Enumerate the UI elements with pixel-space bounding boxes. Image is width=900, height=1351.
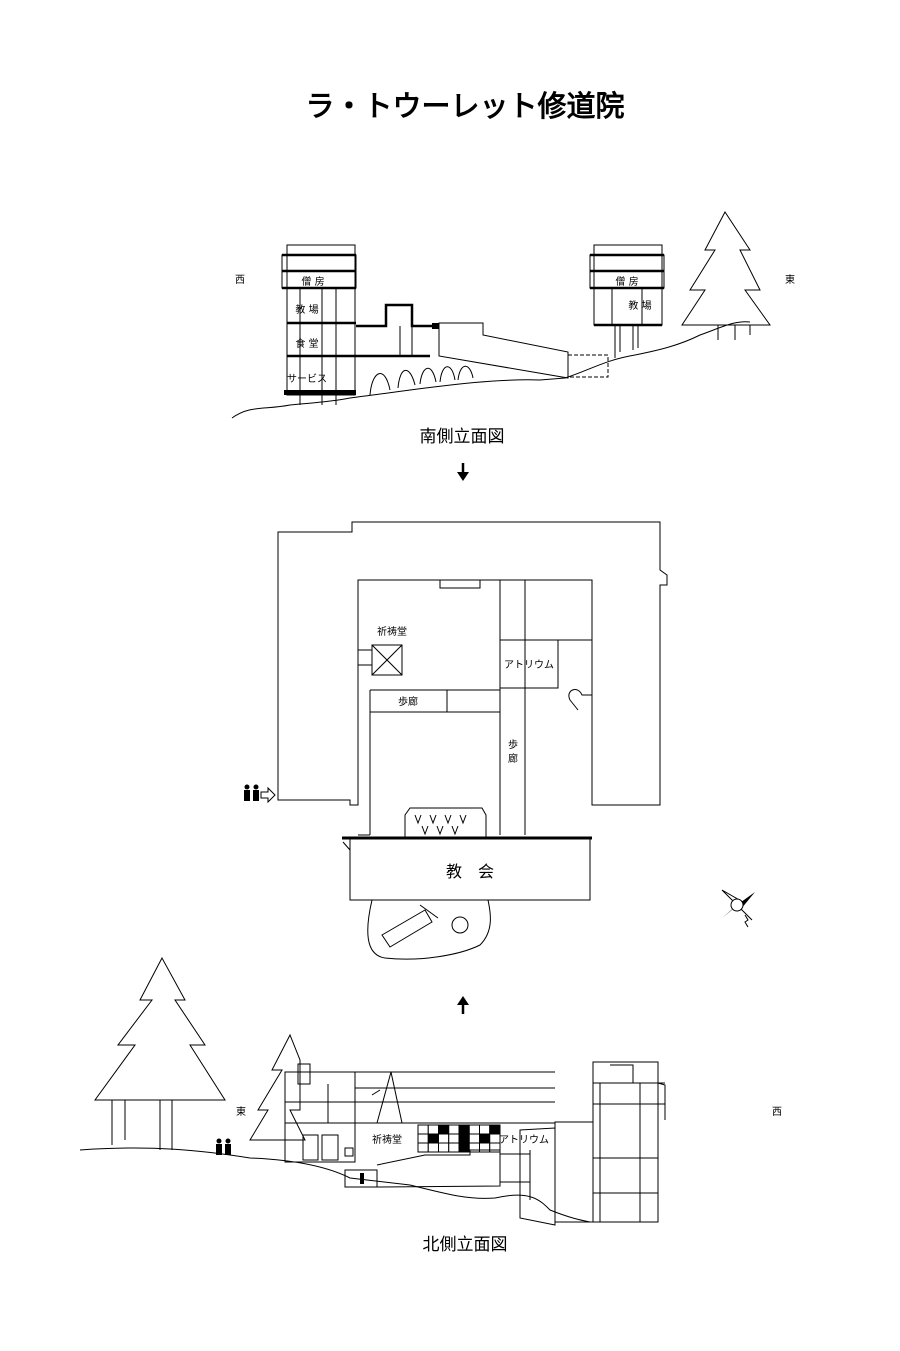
oratory-label: 祈祷堂: [372, 1133, 402, 1146]
checker-cell: [468, 1133, 480, 1144]
checker-cell: [417, 1133, 429, 1144]
checker-cell: [458, 1124, 470, 1135]
church-label: 教 会: [446, 862, 494, 881]
person-icon: [360, 1173, 364, 1184]
checker-cell: [489, 1142, 501, 1153]
right-monk-cells-label: 僧 房: [615, 275, 638, 288]
church: [342, 838, 591, 901]
compass-icon: [721, 889, 755, 928]
checker-cell: [427, 1142, 439, 1153]
checker-cell: [479, 1124, 491, 1135]
atrium-label: アトリウム: [504, 659, 554, 671]
left-monk-cells-label: 僧 房: [301, 275, 324, 288]
crypt: [404, 807, 487, 838]
checker-cell: [468, 1142, 480, 1153]
oratory-label: 祈祷堂: [377, 625, 407, 638]
checker-cell: [479, 1142, 491, 1153]
checker-cell: [489, 1124, 501, 1135]
tree-icon: [94, 956, 306, 1150]
ground-line: [231, 321, 751, 419]
outer-wings: [277, 521, 668, 806]
people-icon: [244, 784, 259, 801]
checker-cell: [417, 1124, 429, 1135]
atrium-label: アトリウム: [499, 1134, 549, 1146]
floor-plan: 祈祷堂 アトリウム 歩廊 歩 廊 教 会: [244, 521, 755, 960]
tree-icon: [681, 211, 771, 340]
west-label: 西: [235, 275, 245, 286]
checker-cell: [438, 1133, 450, 1144]
checker-cell: [438, 1124, 450, 1135]
east-label: 東: [785, 273, 795, 286]
service-label: サービス: [287, 373, 327, 385]
east-label: 東: [236, 1105, 246, 1118]
south-elevation-caption: 南側立面図: [420, 427, 505, 447]
entrance-arrow-icon: [260, 786, 276, 804]
checker-cell: [427, 1124, 439, 1135]
church-annex: [367, 899, 491, 960]
corridor-h-label: 歩廊: [398, 695, 418, 708]
checker-cell: [448, 1124, 460, 1135]
checker-cell: [448, 1133, 460, 1144]
checker-cell: [448, 1142, 460, 1153]
checker-cell: [468, 1124, 480, 1135]
refectory-label: 食 堂: [295, 337, 318, 350]
corridor-v-label-2: 廊: [508, 752, 518, 765]
corridor-v-label-1: 歩: [508, 738, 518, 751]
right-classroom-label: 教 場: [628, 299, 651, 312]
west-label: 西: [772, 1107, 782, 1118]
checker-windows: [417, 1124, 501, 1153]
right-tower: 僧 房 教 場: [589, 244, 665, 358]
checker-cell: [479, 1133, 491, 1144]
checker-cell: [458, 1133, 470, 1144]
checker-cell: [458, 1142, 470, 1153]
people-icon: [216, 1138, 231, 1155]
north-elevation: 東 西 祈祷堂 アトリウム 北側立面図: [79, 956, 782, 1255]
checker-cell: [427, 1133, 439, 1144]
arrow-down-icon: [457, 463, 469, 481]
left-tower: 僧 房 教 場 食 堂 サービス: [281, 244, 430, 405]
arrow-up-icon: [457, 996, 469, 1014]
ground-line: [79, 1147, 591, 1223]
left-classroom-label: 教 場: [295, 303, 318, 316]
north-elevation-caption: 北側立面図: [423, 1235, 508, 1255]
checker-cell: [438, 1142, 450, 1153]
page-title: ラ・トウーレット修道院: [305, 89, 624, 123]
checker-cell: [417, 1142, 429, 1153]
south-elevation: 西 東 僧 房 教 場 食 堂 サービス: [231, 211, 795, 447]
middle-block: [356, 303, 438, 328]
ramp: [438, 322, 569, 379]
